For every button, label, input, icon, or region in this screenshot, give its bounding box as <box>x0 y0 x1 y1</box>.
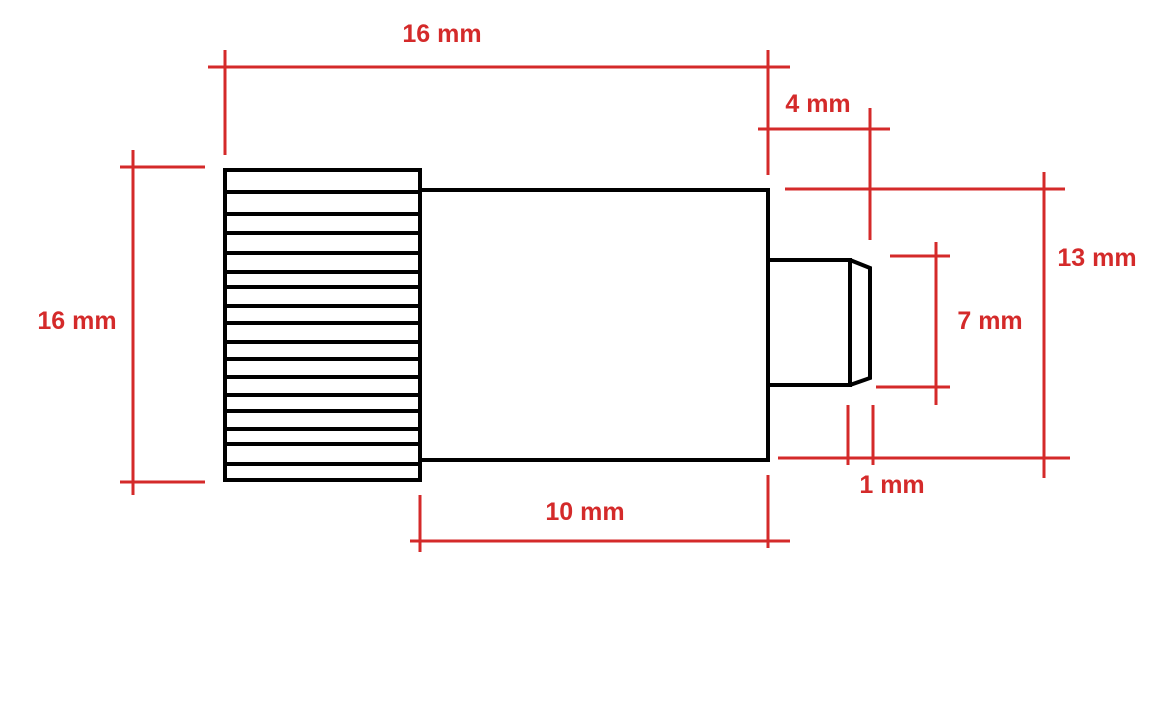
body-length-label: 10 mm <box>545 498 624 526</box>
chamfer-label: 1 mm <box>859 471 924 499</box>
knurl-lines <box>225 190 420 466</box>
pin-length-label: 4 mm <box>785 90 850 118</box>
pin-diameter-label: 7 mm <box>957 307 1022 335</box>
body <box>418 188 770 462</box>
overall-length-label: 16 mm <box>402 20 481 48</box>
head-diameter-label: 16 mm <box>37 307 116 335</box>
part-outline <box>223 168 872 482</box>
dimension-lines <box>120 50 1070 552</box>
pin <box>766 258 852 387</box>
body-diameter-label: 13 mm <box>1057 244 1136 272</box>
pin-chamfer <box>849 258 872 387</box>
